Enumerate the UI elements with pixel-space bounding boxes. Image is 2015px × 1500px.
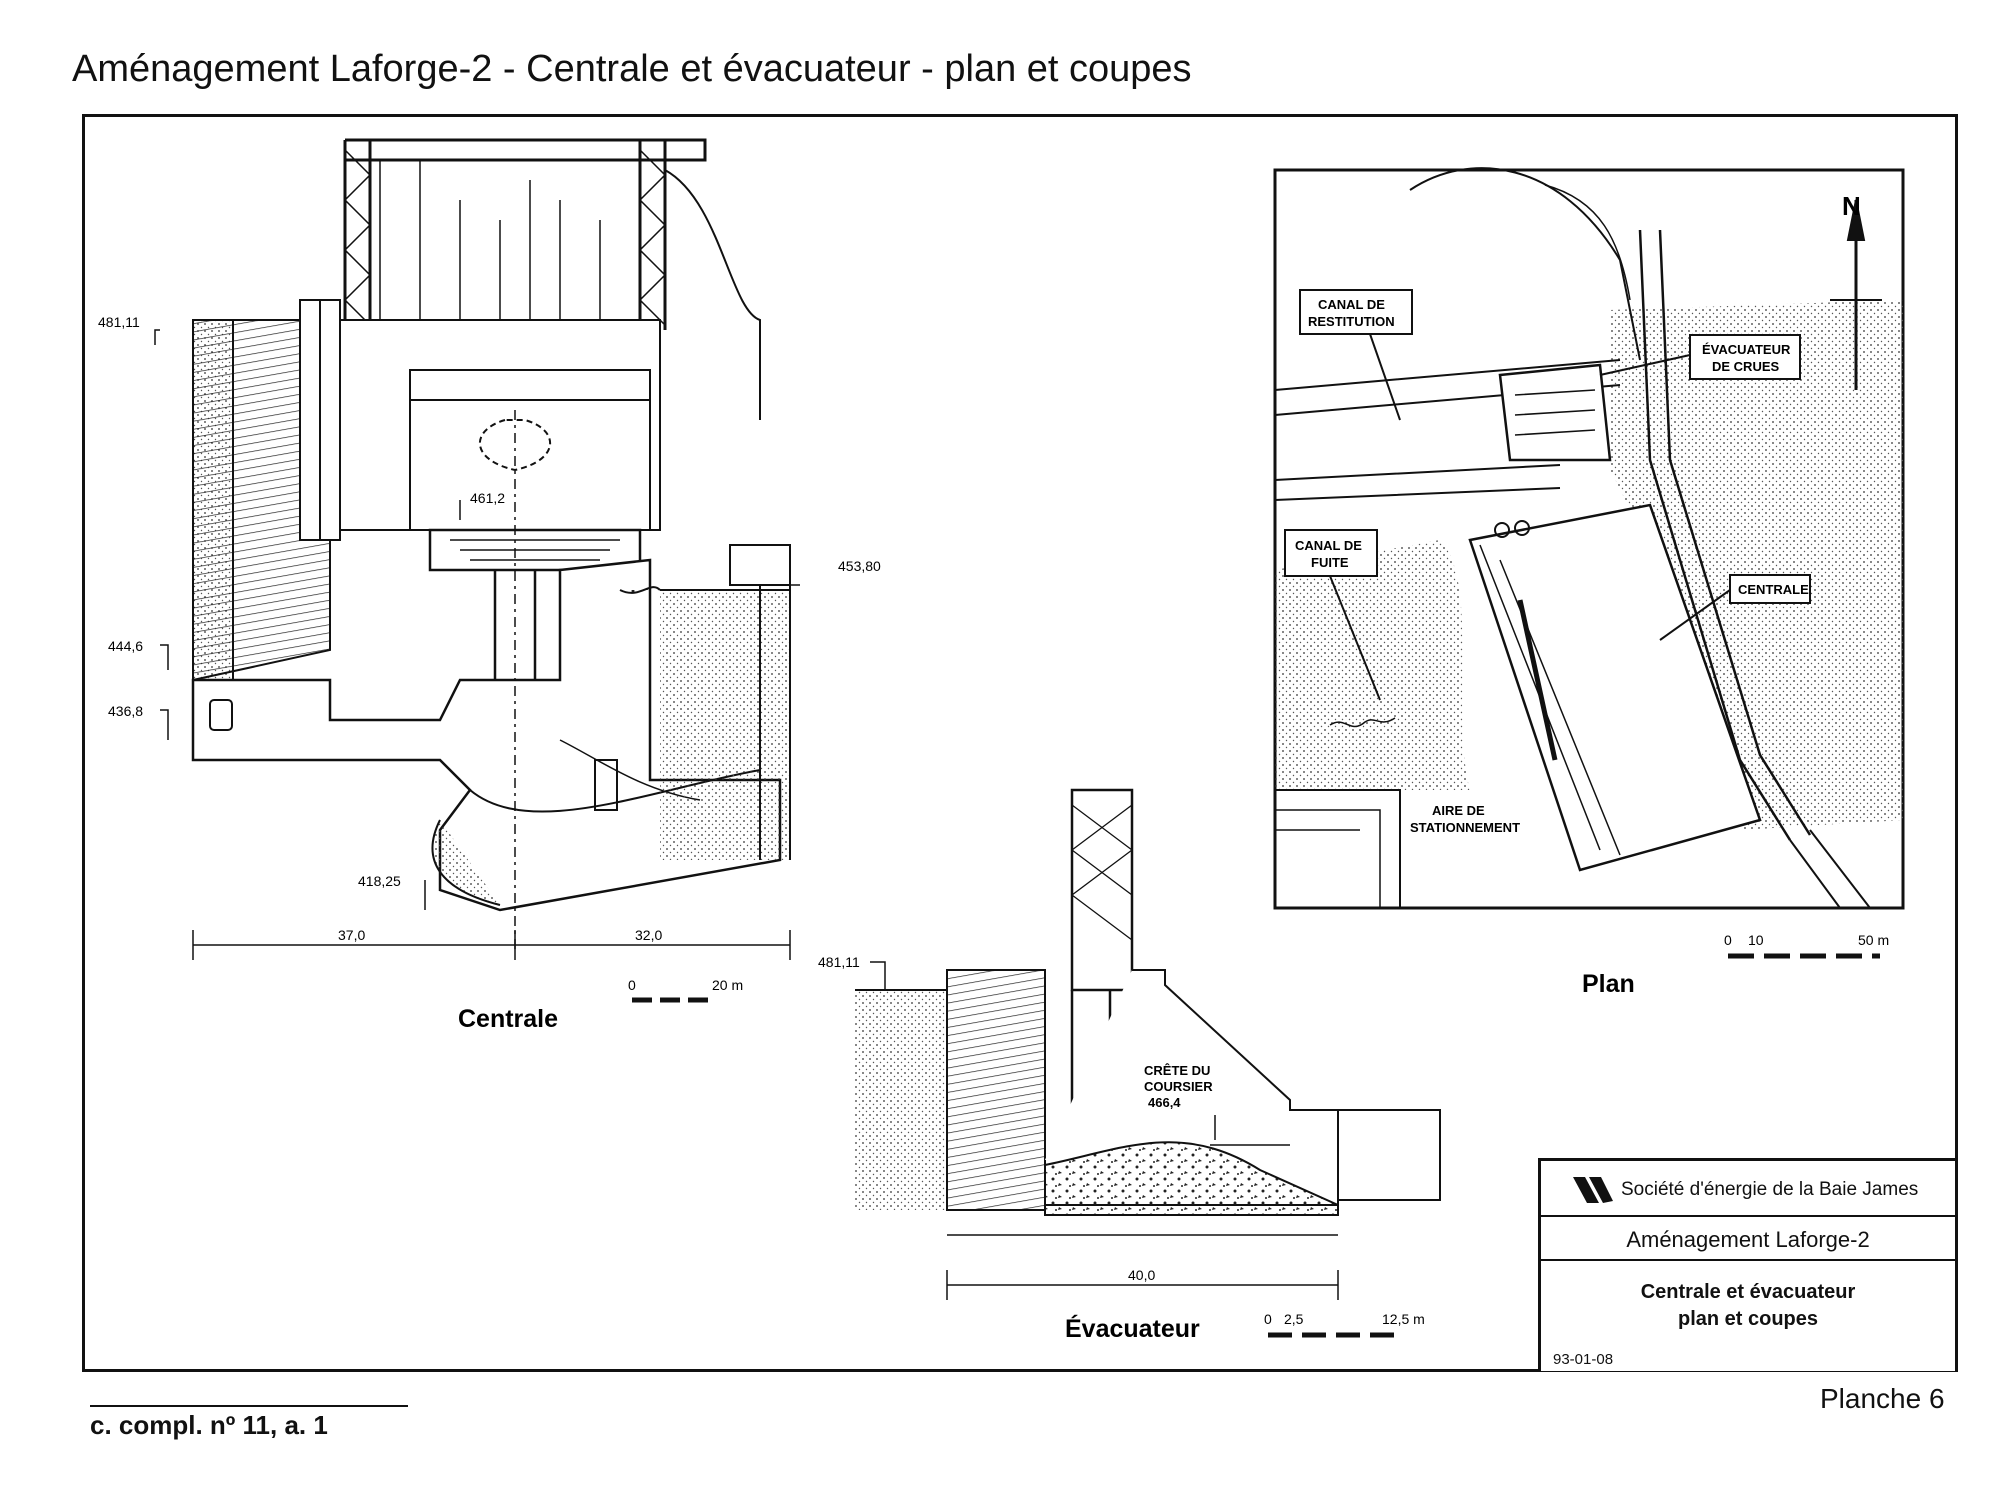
title-block-organization-row: Société d'énergie de la Baie James — [1541, 1161, 1955, 1217]
centrale-section — [191, 138, 791, 950]
label-evacuateur-crues-2: DE CRUES — [1712, 359, 1780, 374]
title-block-project-row: Aménagement Laforge-2 — [1541, 1217, 1955, 1261]
evacuateur-labels: 481,11 CRÊTE DU COURSIER 466,4 40,0 Évac… — [818, 954, 1213, 1343]
centrale-scale-max: 20 m — [712, 977, 743, 993]
plan-scale-mid: 10 — [1748, 932, 1764, 948]
label-aire-2: STATIONNEMENT — [1410, 820, 1520, 835]
sebj-logo-icon — [1573, 1177, 1613, 1203]
plan-caption: Plan — [1582, 970, 1635, 998]
dimension-37-0: 37,0 — [338, 927, 365, 943]
evacuateur-scale-mid: 2,5 — [1284, 1311, 1304, 1327]
subtitle-line-1: Centrale et évacuateur — [1640, 1281, 1856, 1303]
dimension-40-0: 40,0 — [1128, 1267, 1155, 1283]
evacuateur-scale-max: 12,5 m — [1382, 1311, 1425, 1327]
elevation-418-25: 418,25 — [358, 873, 401, 889]
label-aire-1: AIRE DE — [1432, 803, 1485, 818]
title-block: Société d'énergie de la Baie James Aména… — [1538, 1158, 1955, 1371]
elevation-481-11-centrale: 481,11 — [98, 314, 140, 330]
footnote: c. compl. nº 11, a. 1 — [90, 1410, 328, 1440]
label-canal-restitution-2: RESTITUTION — [1308, 314, 1395, 329]
organization-name: Société d'énergie de la Baie James — [1621, 1179, 1919, 1200]
centrale-caption: Centrale — [458, 1005, 558, 1033]
label-canal-fuite-2: FUITE — [1311, 555, 1349, 570]
centrale-dimension-lines — [154, 329, 800, 960]
elevation-444-6: 444,6 — [108, 638, 143, 654]
page-title: Aménagement Laforge-2 - Centrale et évac… — [72, 48, 1192, 90]
plan-view: CANAL DE RESTITUTION ÉVACUATEUR DE CRUES… — [1273, 167, 1905, 998]
drawing-frame — [82, 114, 1958, 1372]
label-canal-restitution-1: CANAL DE — [1318, 297, 1385, 312]
plan-scale-zero: 0 — [1724, 932, 1732, 948]
label-canal-fuite-1: CANAL DE — [1295, 538, 1362, 553]
plan-scale-bar: 0 10 50 m — [1724, 932, 1889, 959]
elevation-481-11-evacuateur: 481,11 — [818, 954, 860, 970]
evacuateur-section — [855, 788, 1441, 1236]
subtitle-line-2: plan et coupes — [1677, 1308, 1819, 1330]
crest-value: 466,4 — [1148, 1095, 1181, 1110]
label-centrale-plan: CENTRALE — [1738, 582, 1809, 597]
title-block-subtitle: Centrale et évacuateur plan et coupes — [1541, 1279, 1955, 1333]
crest-label-2: COURSIER — [1144, 1079, 1213, 1094]
footnote-rule — [90, 1405, 408, 1407]
centrale-scale-bar: 0 20 m — [628, 977, 743, 1003]
label-evacuateur-crues-1: ÉVACUATEUR — [1702, 342, 1791, 357]
elevation-436-8: 436,8 — [108, 703, 143, 719]
centrale-labels: 481,11 444,6 436,8 461,2 453,80 418,25 3… — [98, 314, 881, 1033]
evacuateur-scale-bar: 0 2,5 12,5 m — [1264, 1311, 1425, 1338]
drawing-date: 93-01-08 — [1553, 1351, 1614, 1368]
elevation-461-2: 461,2 — [470, 490, 505, 506]
evacuateur-scale-zero: 0 — [1264, 1311, 1272, 1327]
dimension-32-0: 32,0 — [635, 927, 662, 943]
north-arrow-label: N — [1842, 191, 1861, 221]
planche-number: Planche 6 — [1820, 1383, 1945, 1414]
elevation-453-80: 453,80 — [838, 558, 881, 574]
crest-label-1: CRÊTE DU — [1144, 1063, 1210, 1078]
evacuateur-dimension-lines — [870, 961, 1339, 1300]
evacuateur-caption: Évacuateur — [1065, 1314, 1200, 1343]
project-name: Aménagement Laforge-2 — [1626, 1227, 1870, 1252]
plan-scale-max: 50 m — [1858, 932, 1889, 948]
centrale-scale-zero: 0 — [628, 977, 636, 993]
